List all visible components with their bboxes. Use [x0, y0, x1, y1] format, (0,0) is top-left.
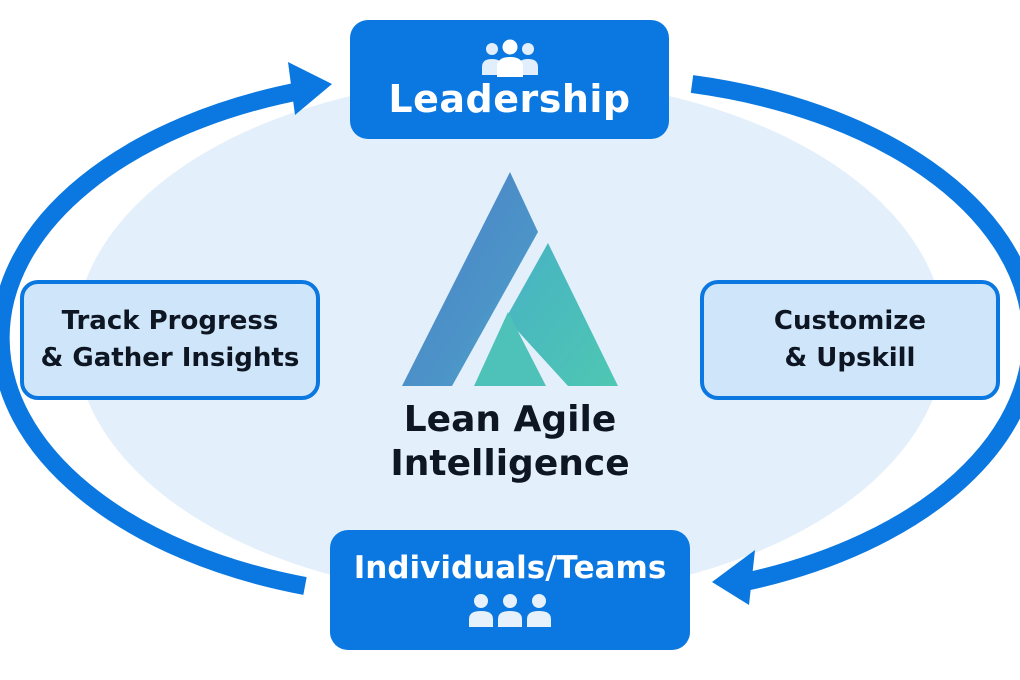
customize-line2: & Upskill: [784, 343, 916, 373]
track-progress-line1: Track Progress: [61, 306, 279, 337]
leadership-node: Leadership: [350, 20, 669, 139]
individuals-teams-node: Individuals/Teams: [330, 530, 690, 650]
arrowhead-top-icon: [288, 62, 332, 115]
customize-line1: Customize: [773, 306, 927, 337]
cycle-arrow-left: [0, 81, 307, 595]
individuals-teams-label: Individuals/Teams: [353, 550, 667, 587]
lean-agile-logo-icon: [402, 172, 618, 386]
leadership-label: Leadership: [388, 76, 631, 121]
track-progress-node: Track Progress & Gather Insights: [20, 280, 320, 400]
three-people-icon: [469, 593, 551, 627]
track-progress-line2: & Gather Insights: [40, 343, 300, 373]
center-title-line2: Intelligence: [390, 442, 630, 484]
customize-upskill-node: Customize & Upskill: [700, 280, 1000, 400]
cycle-arrow-right: [690, 75, 1020, 591]
arrowhead-bottom-icon: [712, 550, 755, 605]
center-title-line1: Lean Agile: [403, 399, 617, 440]
people-group-icon: [481, 39, 538, 77]
center-title: Lean Agile Intelligence: [330, 398, 690, 486]
